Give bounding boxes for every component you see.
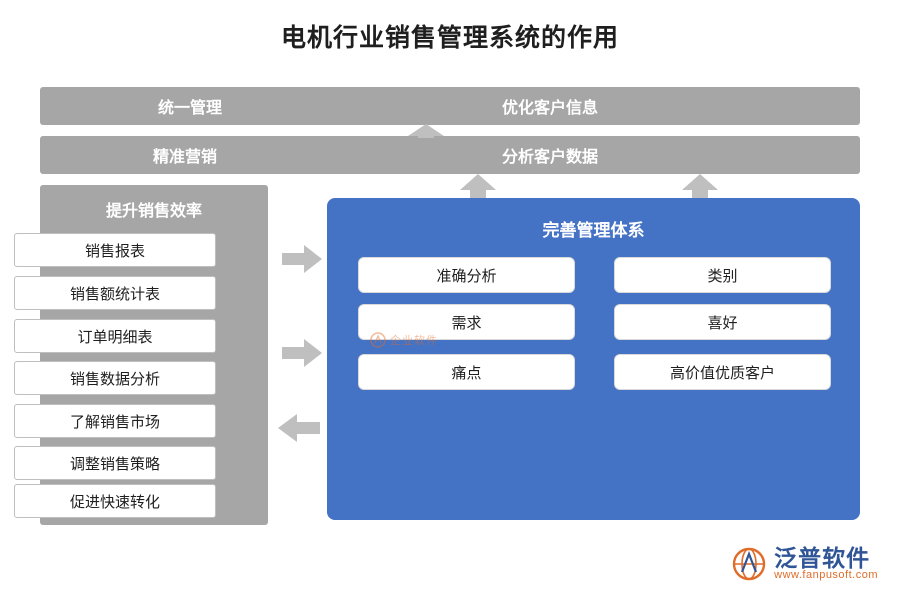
list-item-sales-amount-stat[interactable]: 销售额统计表 [14,276,216,310]
page-title: 电机行业销售管理系统的作用 [280,24,619,52]
bar-precision-marketing: 精准营销 分析客户数据 [40,136,860,174]
blue-item-demand[interactable]: 需求 [358,304,575,340]
arrow-up-blue-to-bar2-left [458,174,498,200]
arrow-right-middle [282,337,322,369]
arrow-up-blue-to-bar2-right [680,174,720,200]
bar-top-left-label: 统一管理 [157,100,222,117]
center-watermark: 企业软件 [370,332,438,348]
list-item-understand-market[interactable]: 了解销售市场 [14,404,216,438]
list-item-fast-conversion[interactable]: 促进快速转化 [14,484,216,518]
blue-item-category[interactable]: 类别 [614,257,831,293]
bar-unified-management: 统一管理 优化客户信息 [40,87,860,125]
blue-item-accurate-analysis[interactable]: 准确分析 [358,257,575,293]
bar-second-right-label: 分析客户数据 [501,149,598,166]
watermark-logo-icon [370,332,386,348]
watermark-text: 企业软件 [390,335,438,347]
list-item-order-detail[interactable]: 订单明细表 [14,319,216,353]
blue-item-pain-point[interactable]: 痛点 [358,354,575,390]
globe-icon [732,547,766,581]
blue-item-high-value-customer[interactable]: 高价值优质客户 [614,354,831,390]
list-item-adjust-strategy[interactable]: 调整销售策略 [14,446,216,480]
list-item-sales-report[interactable]: 销售报表 [14,233,216,267]
logo-name: 泛普软件 [774,545,871,572]
bar-top-right-label: 优化客户信息 [501,100,598,117]
arrow-right-top [282,243,322,275]
brand-logo: 泛普软件 www.fanpusoft.com [732,546,878,582]
bar-second-left-label: 精准营销 [152,149,217,166]
blue-item-preference[interactable]: 喜好 [614,304,831,340]
panel-complete-management-system: 完善管理体系 准确分析 需求 痛点 类别 喜好 高价值优质客户 [327,198,860,520]
logo-url: www.fanpusoft.com [774,569,878,582]
arrow-left-bottom [278,412,320,444]
left-panel-title: 提升销售效率 [105,203,202,220]
list-item-sales-data-analysis[interactable]: 销售数据分析 [14,361,216,395]
arrow-up-bar2-to-bar1 [406,124,446,138]
blue-panel-title: 完善管理体系 [542,221,645,240]
